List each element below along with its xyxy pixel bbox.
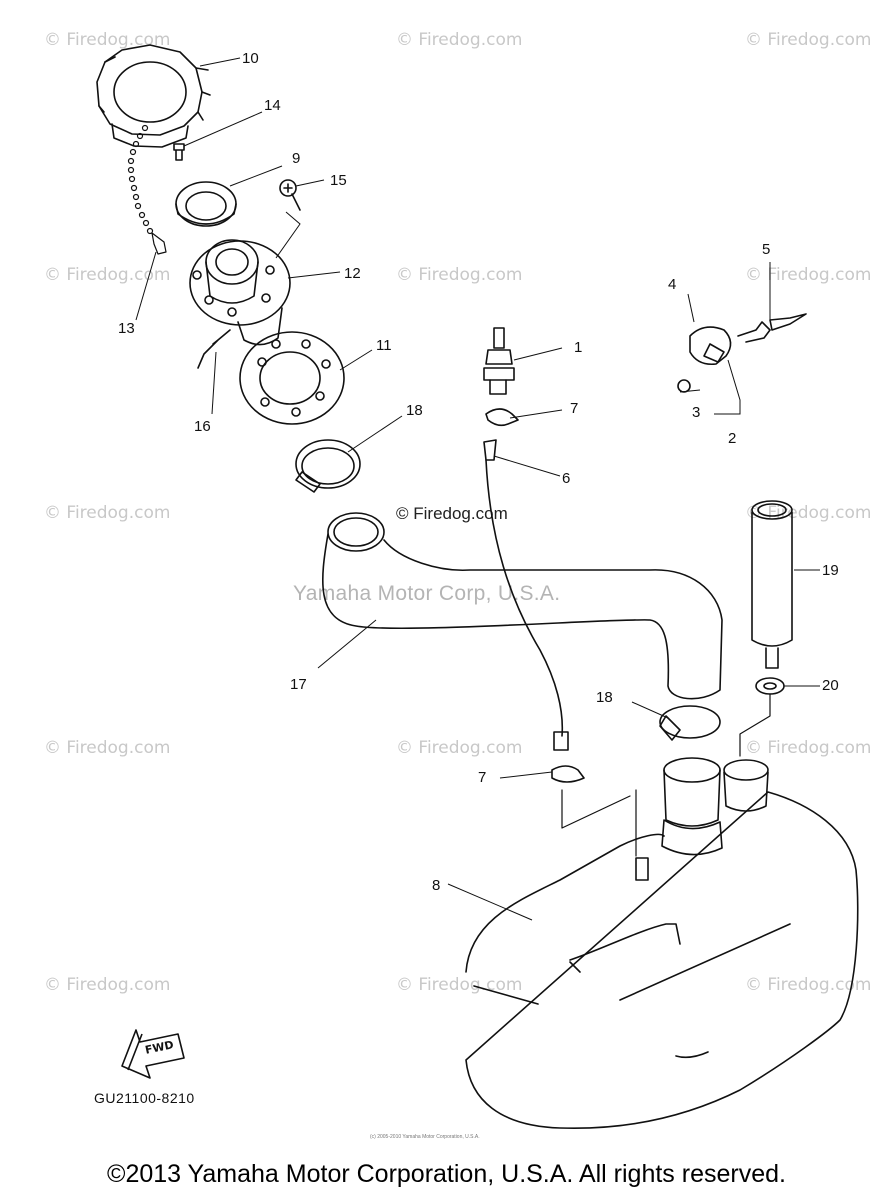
flange-gasket	[239, 331, 345, 425]
watermark: © Firedog.com	[44, 503, 171, 523]
part-label: 9	[292, 150, 301, 167]
part-label: 19	[822, 562, 839, 579]
part-label: 11	[376, 337, 392, 354]
oil-tank	[465, 791, 859, 1130]
part-label: 6	[562, 470, 571, 487]
fwd-arrow-icon	[121, 1029, 185, 1079]
hose-clamp-lower	[659, 705, 721, 741]
watermark: © Firedog.com	[745, 975, 872, 995]
tiny-notice: (c) 2005-2010 Yamaha Motor Corporation, …	[370, 1134, 480, 1140]
filler-cap	[96, 44, 211, 148]
watermark: © Firedog.com	[745, 738, 872, 758]
part-label: 1	[574, 339, 583, 356]
part-label: 17	[290, 676, 307, 693]
part-label: 16	[194, 418, 211, 435]
center-watermark: © Firedog.com	[396, 504, 508, 523]
part-label: 7	[478, 769, 487, 786]
part-label: 4	[668, 276, 677, 293]
part-label: 18	[406, 402, 423, 419]
part-label: 10	[242, 50, 259, 67]
watermark: © Firedog.com	[396, 30, 523, 50]
copyright-notice: ©2013 Yamaha Motor Corporation, U.S.A. A…	[107, 1160, 786, 1188]
watermark: © Firedog.com	[44, 30, 171, 50]
strap-clamp	[677, 313, 807, 393]
filler-hose	[322, 512, 723, 700]
part-label: 2	[728, 430, 737, 447]
part-label: 5	[762, 241, 771, 258]
corp-watermark: Yamaha Motor Corp, U.S.A.	[293, 582, 561, 605]
diagram-code: GU21100-8210	[94, 1090, 195, 1106]
hose-clamp-top	[295, 439, 361, 493]
part-label: 7	[570, 400, 579, 417]
part-label: 12	[344, 265, 361, 282]
watermark: © Firedog.com	[44, 975, 171, 995]
watermark: © Firedog.com	[396, 265, 523, 285]
part-label: 3	[692, 404, 701, 421]
filler-pipe	[751, 500, 793, 669]
part-label: 8	[432, 877, 441, 894]
part-label: 15	[330, 172, 347, 189]
watermark: © Firedog.com	[44, 265, 171, 285]
watermark: © Firedog.com	[745, 30, 872, 50]
retainer-chain	[127, 124, 167, 255]
watermark: © Firedog.com	[44, 738, 171, 758]
vent-fitting	[483, 327, 515, 395]
part-label: 18	[596, 689, 613, 706]
part-label: 14	[264, 97, 281, 114]
part-label: 13	[118, 320, 135, 337]
part-label: 20	[822, 677, 839, 694]
filler-neck	[189, 239, 291, 369]
watermark: © Firedog.com	[396, 738, 523, 758]
watermark: © Firedog.com	[745, 265, 872, 285]
